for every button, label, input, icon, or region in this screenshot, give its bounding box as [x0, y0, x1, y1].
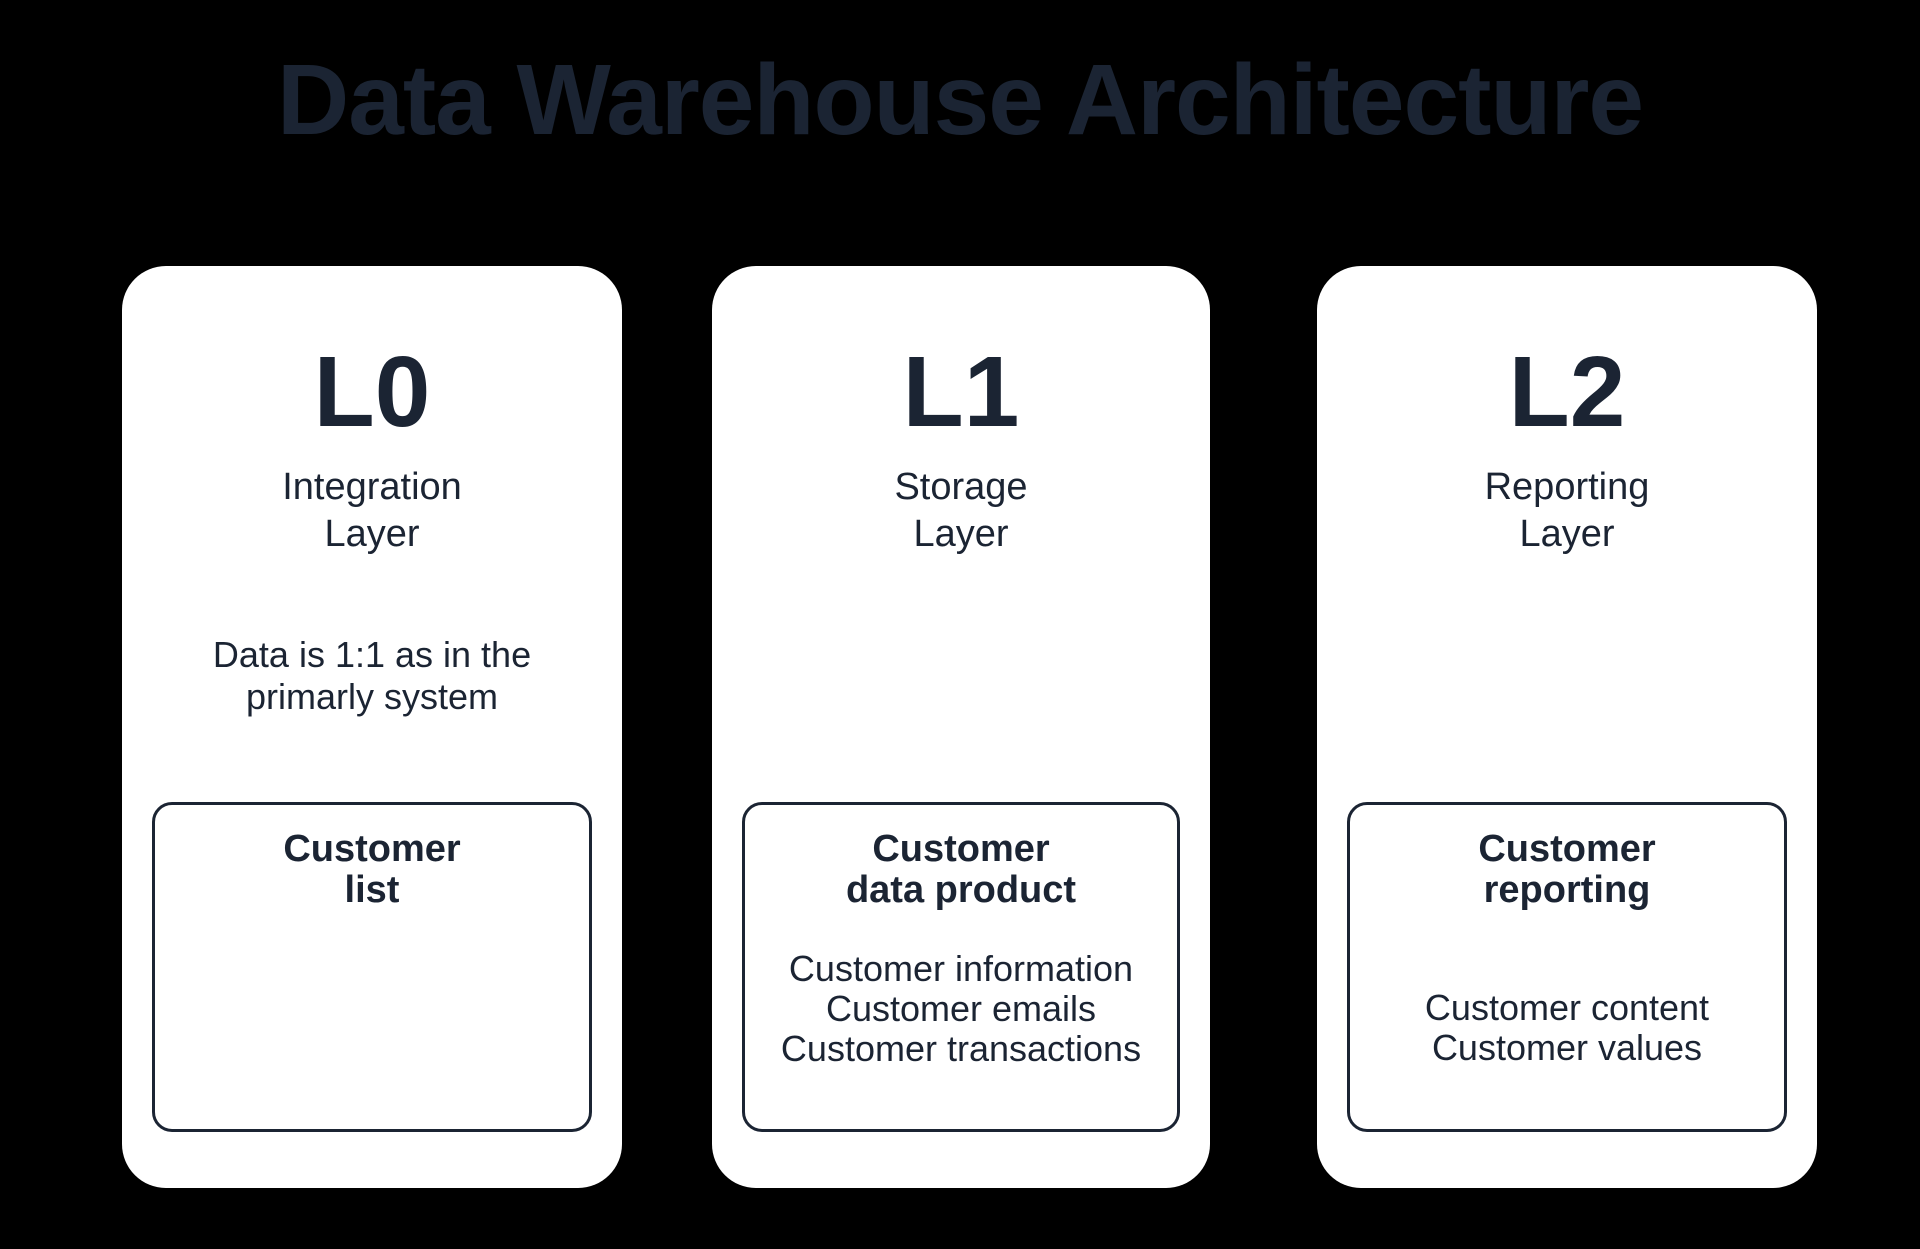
diagram-title: Data Warehouse Architecture [277, 44, 1644, 156]
level-label-l2: L2 [1508, 336, 1626, 448]
entity-box-items: Customer information Customer emails Cus… [780, 948, 1142, 1069]
entity-box-heading: Customer data product [845, 828, 1077, 911]
card-l1-storage-layer: L1 Storage Layer Customer data product C… [712, 266, 1210, 1188]
entity-box-heading: Customer list [283, 828, 461, 911]
level-label-l1: L1 [902, 336, 1020, 448]
entity-box-heading: Customer reporting [1478, 828, 1656, 911]
layer-name-l2: Reporting Layer [1484, 466, 1650, 555]
card-l2-reporting-layer: L2 Reporting Layer Customer reporting Cu… [1317, 266, 1817, 1188]
level-label-l0: L0 [313, 336, 431, 448]
entity-box-customer-list: Customer list [152, 802, 592, 1132]
entity-box-customer-reporting: Customer reporting Customer content Cust… [1347, 802, 1787, 1132]
layer-name-l1: Storage Layer [894, 466, 1028, 555]
layer-description-l0: Data is 1:1 as in the primarly system [212, 634, 532, 717]
card-l0-integration-layer: L0 Integration Layer Data is 1:1 as in t… [122, 266, 622, 1188]
layer-name-l0: Integration Layer [282, 466, 462, 555]
entity-box-items: Customer content Customer values [1424, 987, 1710, 1068]
entity-box-customer-data-product: Customer data product Customer informati… [742, 802, 1180, 1132]
